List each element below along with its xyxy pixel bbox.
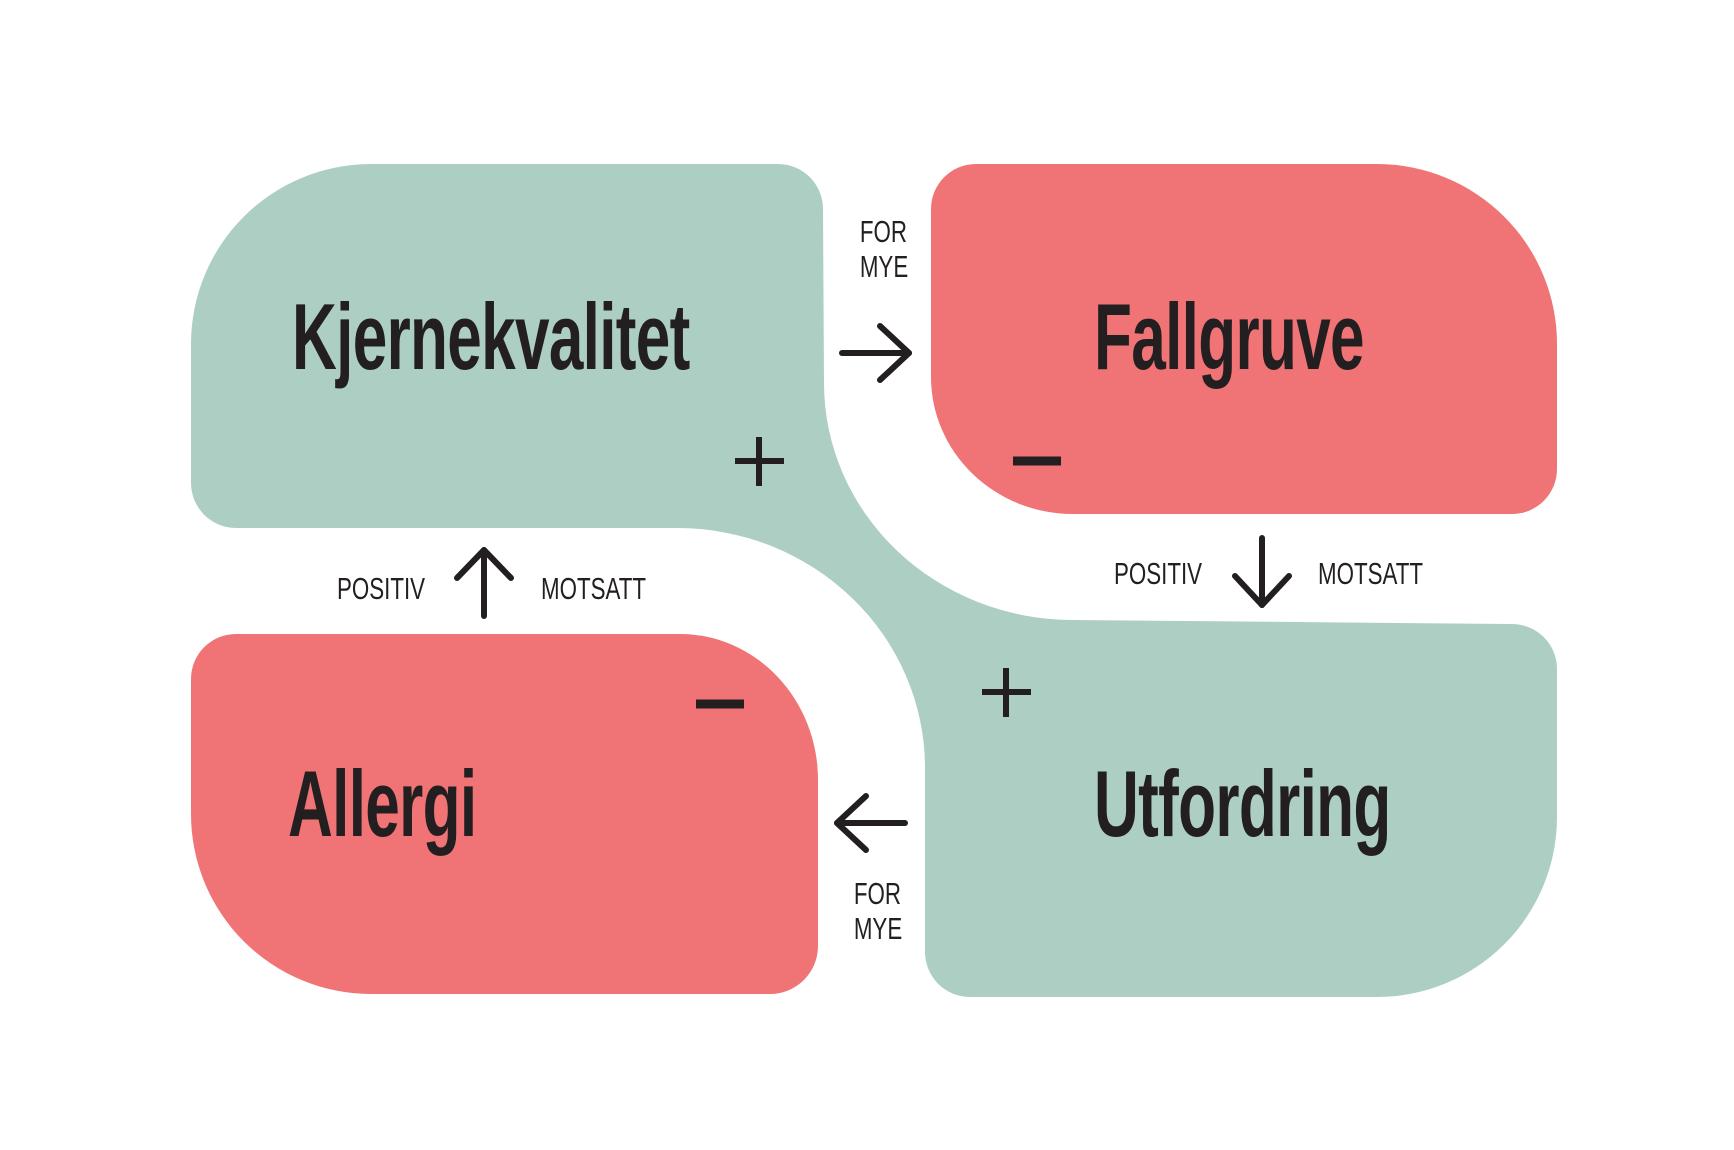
positive-label-right: POSITIV (1114, 556, 1203, 591)
arrow-down-icon (1232, 535, 1292, 608)
too-much-label-bottom: FOR MYE (853, 876, 903, 946)
allergy-shape (191, 634, 818, 994)
too-much-line1: FOR (859, 214, 907, 249)
pitfall-title: Fallgruve (1094, 284, 1365, 389)
challenge-title: Utfordring (1094, 751, 1391, 856)
allergy-title: Allergi (288, 751, 477, 856)
core-quality-title: Kjernekvalitet (292, 284, 690, 389)
pitfall-shape (931, 164, 1557, 514)
positive-label-left: POSITIV (337, 571, 426, 606)
arrow-up-icon (454, 547, 514, 619)
too-much-line1: FOR (853, 876, 901, 911)
too-much-line2: MYE (859, 249, 909, 284)
arrow-left-icon (834, 793, 908, 853)
too-much-line2: MYE (853, 911, 903, 946)
plus-icon-core (735, 437, 784, 486)
opposite-label-left: MOTSATT (541, 571, 646, 606)
core-quality-shape (191, 164, 1557, 997)
arrow-right-icon (839, 323, 912, 383)
opposite-label-right: MOTSATT (1318, 556, 1423, 591)
plus-icon-challenge (982, 668, 1031, 717)
too-much-label-top: FOR MYE (859, 214, 909, 284)
